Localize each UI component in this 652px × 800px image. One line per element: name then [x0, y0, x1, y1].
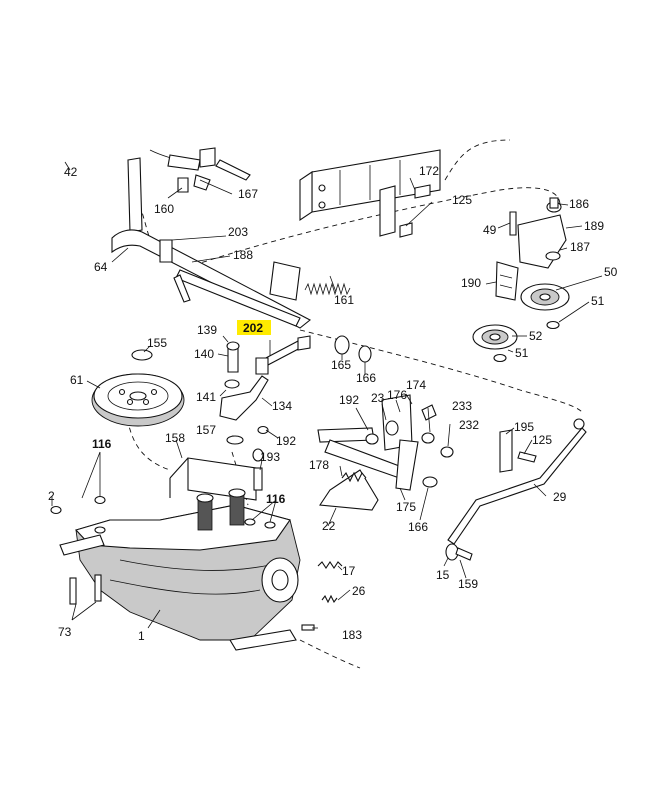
callout-202[interactable]: 202: [243, 321, 263, 335]
leader-lines: [51, 161, 603, 629]
callout-178[interactable]: 178: [309, 458, 329, 472]
callout-116-right[interactable]: 116: [266, 492, 286, 506]
callout-166-top[interactable]: 166: [356, 371, 376, 385]
callout-160[interactable]: 160: [154, 202, 174, 216]
callout-15[interactable]: 15: [436, 568, 450, 582]
callout-2-left[interactable]: 2: [48, 489, 55, 503]
callout-190[interactable]: 190: [461, 276, 481, 290]
callout-labels: 42 167 160 203 64 188 172 125 186 49 189…: [48, 164, 618, 643]
lift-rod-assembly: [111, 147, 312, 329]
callout-51-lower[interactable]: 51: [515, 346, 529, 360]
linkage-202-area: [219, 335, 372, 445]
callout-157[interactable]: 157: [196, 423, 216, 437]
callout-158[interactable]: 158: [165, 431, 185, 445]
callout-203[interactable]: 203: [228, 225, 248, 239]
part-202-highlight: [237, 320, 271, 335]
bracket-158: [169, 448, 264, 501]
callout-140[interactable]: 140: [194, 347, 214, 361]
pedal-assembly: [317, 394, 454, 511]
callout-141[interactable]: 141: [196, 390, 216, 404]
spring-161: [269, 261, 351, 301]
callout-73[interactable]: 73: [58, 625, 72, 639]
callout-195[interactable]: 195: [514, 420, 534, 434]
callout-193[interactable]: 193: [260, 450, 280, 464]
callout-139[interactable]: 139: [197, 323, 217, 337]
callout-233[interactable]: 233: [452, 399, 472, 413]
callout-1[interactable]: 1: [138, 629, 145, 643]
frame-bracket: [299, 149, 441, 238]
callout-125-lower[interactable]: 125: [532, 433, 552, 447]
callout-22[interactable]: 22: [322, 519, 336, 533]
callout-165[interactable]: 165: [331, 358, 351, 372]
callout-167[interactable]: 167: [238, 187, 258, 201]
control-rod-29: [445, 418, 587, 561]
callout-161[interactable]: 161: [334, 293, 354, 307]
callout-17[interactable]: 17: [342, 564, 356, 578]
callout-52[interactable]: 52: [529, 329, 543, 343]
callout-192-lower[interactable]: 192: [276, 434, 296, 448]
callout-23[interactable]: 23: [371, 391, 385, 405]
callout-188[interactable]: 188: [233, 248, 253, 262]
callout-166-lower[interactable]: 166: [408, 520, 428, 534]
callout-186[interactable]: 186: [569, 197, 589, 211]
callout-174[interactable]: 174: [406, 378, 426, 392]
pulley-61: [91, 349, 185, 427]
callout-42[interactable]: 42: [64, 165, 78, 179]
callout-176[interactable]: 176: [387, 388, 407, 402]
callout-187[interactable]: 187: [570, 240, 590, 254]
callout-51-right[interactable]: 51: [591, 294, 605, 308]
callout-159[interactable]: 159: [458, 577, 478, 591]
callout-189[interactable]: 189: [584, 219, 604, 233]
idler-bracket-assembly: [472, 197, 570, 363]
callout-50[interactable]: 50: [604, 265, 618, 279]
callout-134[interactable]: 134: [272, 399, 292, 413]
callout-183[interactable]: 183: [342, 628, 362, 642]
callout-29[interactable]: 29: [553, 490, 567, 504]
callout-155[interactable]: 155: [147, 336, 167, 350]
callout-125-top[interactable]: 125: [452, 193, 472, 207]
callout-192-mid[interactable]: 192: [339, 393, 359, 407]
callout-61[interactable]: 61: [70, 373, 84, 387]
callout-232[interactable]: 232: [459, 418, 479, 432]
callout-172[interactable]: 172: [419, 164, 439, 178]
callout-26[interactable]: 26: [352, 584, 366, 598]
callout-64[interactable]: 64: [94, 260, 108, 274]
callout-175[interactable]: 175: [396, 500, 416, 514]
callout-49[interactable]: 49: [483, 223, 497, 237]
callout-116-left[interactable]: 116: [92, 437, 112, 451]
transmission-1: [50, 488, 343, 651]
